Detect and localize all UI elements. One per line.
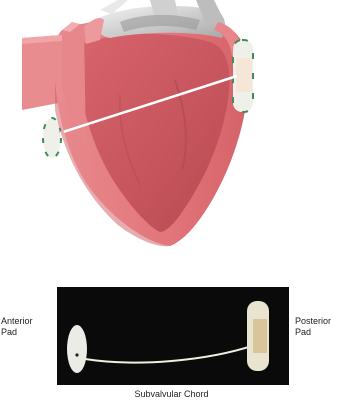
device-photo-panel: [57, 287, 289, 385]
anterior-pad-photo: [67, 325, 87, 373]
posterior-pad-label: Posterior Pad: [295, 316, 343, 338]
chord-photo: [85, 345, 255, 363]
anterior-pad-label: Anterior Pad: [1, 316, 57, 338]
heart-illustration: [0, 0, 343, 250]
device-photo: [57, 287, 289, 385]
subvalvular-chord-caption: Subvalvular Chord: [0, 389, 343, 399]
pad-center-dot: [75, 353, 78, 356]
